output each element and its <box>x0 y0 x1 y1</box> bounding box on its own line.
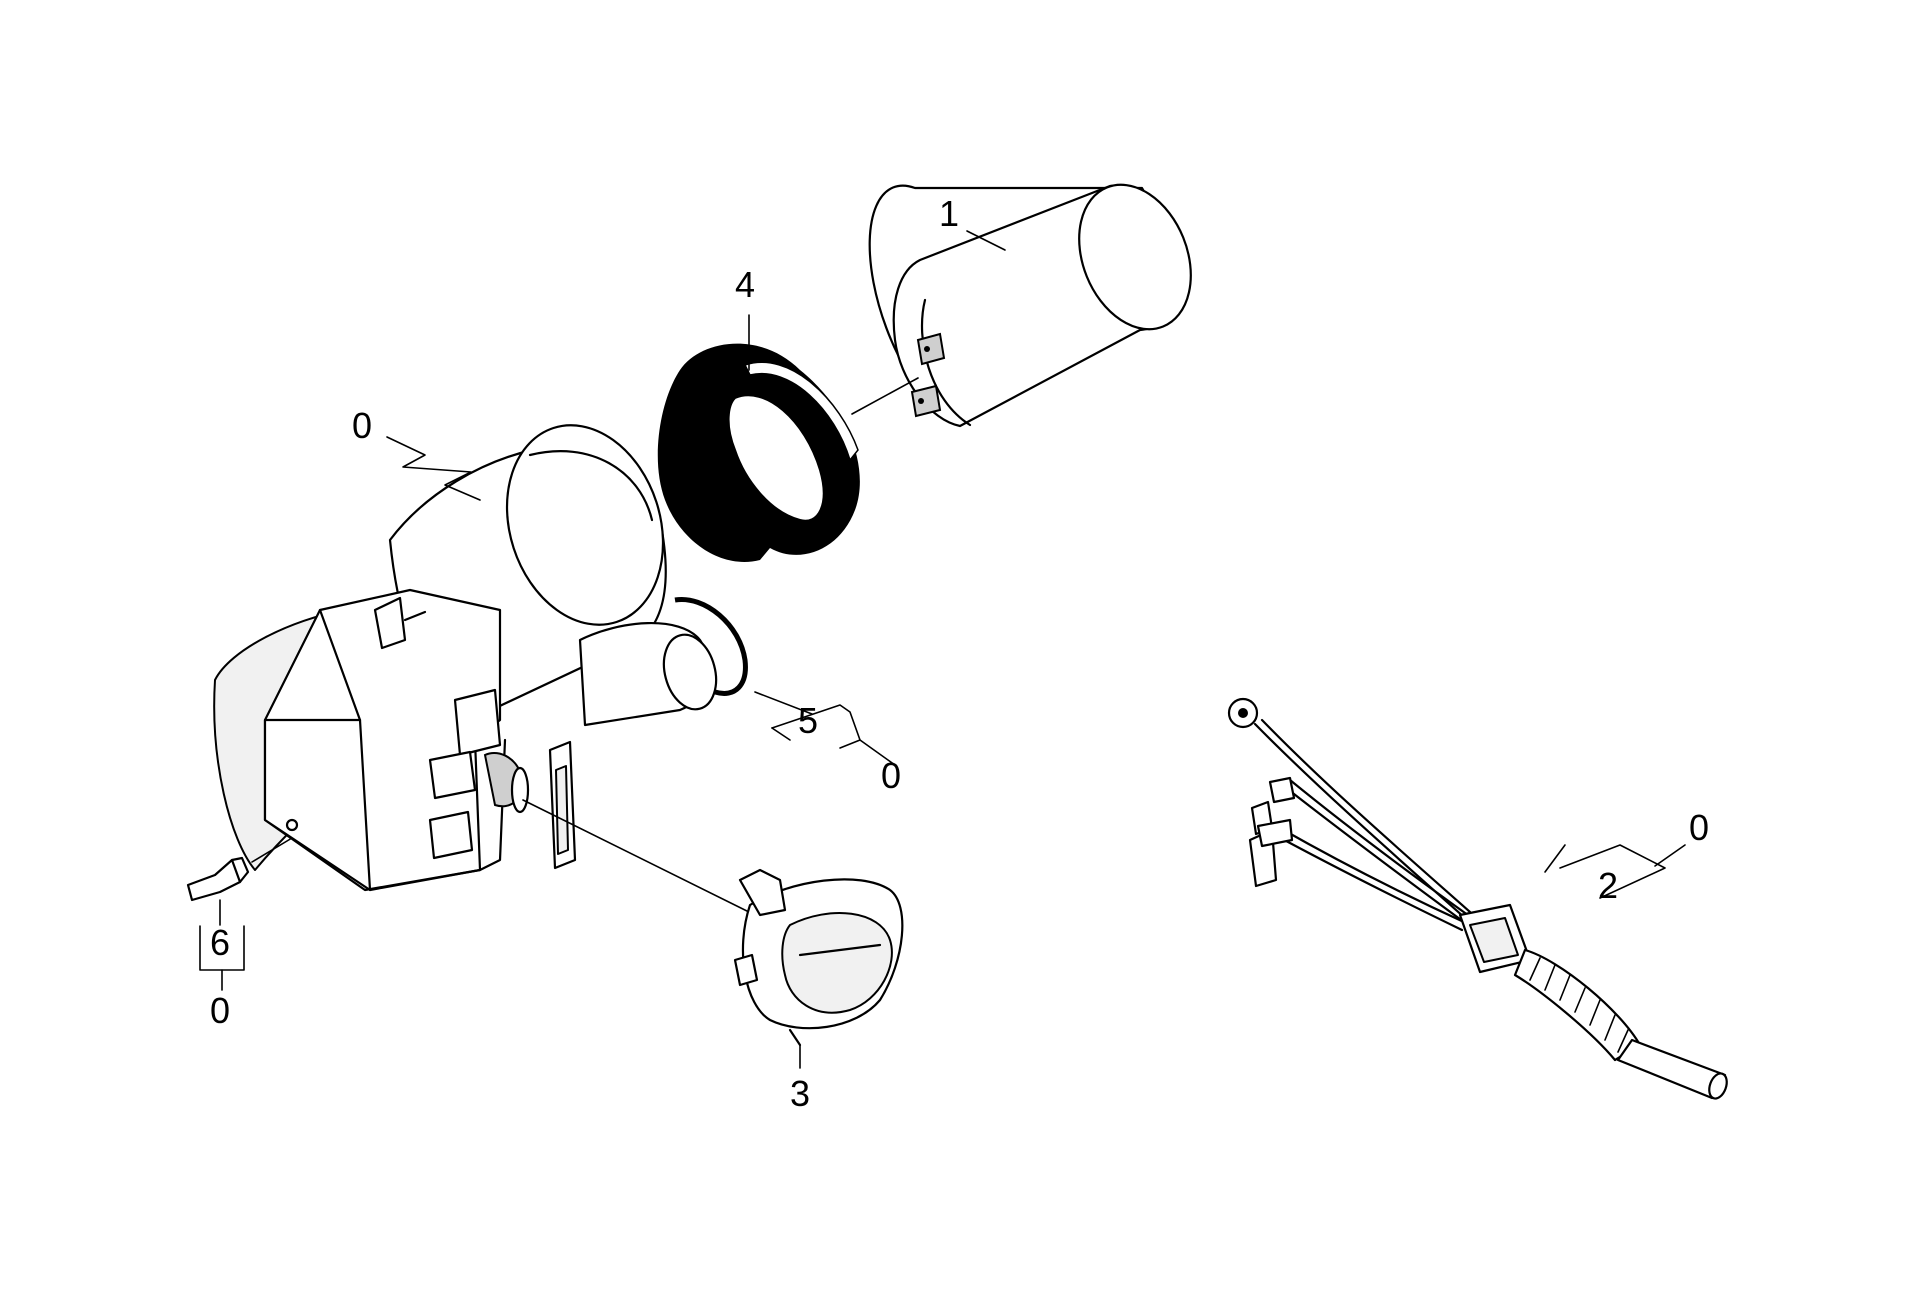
label-capacitor: 1 <box>939 193 959 234</box>
label-seal-ref: 0 <box>881 755 901 796</box>
callout-labels: 1 2 3 4 5 6 0 0 0 0 <box>210 193 1709 1114</box>
label-motor-ref: 0 <box>352 405 372 446</box>
label-cable-ref: 0 <box>1689 807 1709 848</box>
label-knob: 3 <box>790 1073 810 1114</box>
label-nozzle: 6 <box>210 922 230 963</box>
label-seal: 5 <box>798 700 818 741</box>
capacitor-part <box>851 183 1192 428</box>
knob-part <box>733 868 904 1047</box>
label-nozzle-ref: 0 <box>210 990 230 1031</box>
motor-assembly <box>213 424 756 916</box>
label-sleeve: 4 <box>735 264 755 305</box>
cable-part <box>1227 697 1728 1100</box>
callout-lines <box>199 230 1686 1069</box>
label-cable: 2 <box>1598 865 1618 906</box>
nozzle-part <box>186 837 293 902</box>
sleeve-part <box>657 343 860 562</box>
